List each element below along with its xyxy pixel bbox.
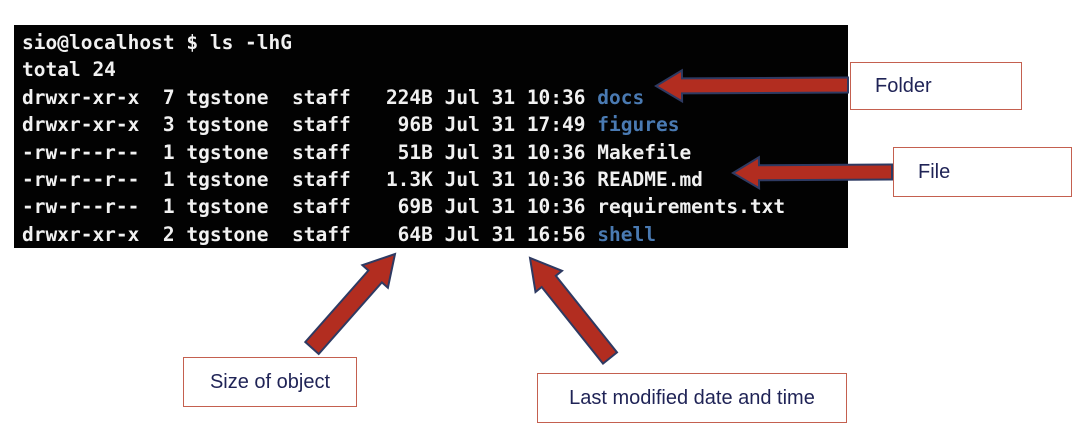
terminal-window[interactable]: sio@localhost $ ls -lhG total 24 drwxr-x…	[14, 25, 848, 248]
file-row-details: drwxr-xr-x 3 tgstone staff 96B Jul 31 17…	[22, 113, 598, 137]
file-name: README.md	[597, 168, 703, 192]
directory-name: figures	[597, 113, 680, 137]
terminal-file-row: drwxr-xr-x 3 tgstone staff 96B Jul 31 17…	[22, 111, 848, 138]
file-row-details: drwxr-xr-x 2 tgstone staff 64B Jul 31 16…	[22, 222, 598, 246]
terminal-file-row: -rw-r--r-- 1 tgstone staff 69B Jul 31 10…	[22, 193, 848, 220]
terminal-file-listing: drwxr-xr-x 7 tgstone staff 224B Jul 31 1…	[22, 84, 848, 248]
size-label: Size of object	[209, 370, 331, 393]
directory-name: docs	[597, 85, 645, 109]
folder-label: Folder	[875, 74, 932, 97]
file-name: requirements.txt	[597, 195, 786, 219]
terminal-file-row: -rw-r--r-- 1 tgstone staff 1.3K Jul 31 1…	[22, 166, 848, 193]
directory-name: shell	[597, 222, 656, 246]
file-row-details: drwxr-xr-x 7 tgstone staff 224B Jul 31 1…	[22, 85, 598, 109]
terminal-total-line: total 24	[22, 58, 116, 82]
size-label-box: Size of object	[183, 357, 357, 407]
modified-label-box: Last modified date and time	[537, 373, 847, 423]
file-label-box: File	[893, 147, 1072, 197]
file-row-details: -rw-r--r-- 1 tgstone staff 1.3K Jul 31 1…	[22, 168, 598, 192]
terminal-file-row: drwxr-xr-x 7 tgstone staff 224B Jul 31 1…	[22, 84, 848, 111]
file-row-details: -rw-r--r-- 1 tgstone staff 69B Jul 31 10…	[22, 195, 598, 219]
file-name: Makefile	[597, 140, 692, 164]
modified-arrow	[528, 256, 619, 366]
terminal-prompt-line: sio@localhost $ ls -lhG	[22, 31, 293, 54]
terminal-file-row: -rw-r--r-- 1 tgstone staff 51B Jul 31 10…	[22, 139, 848, 166]
file-row-details: -rw-r--r-- 1 tgstone staff 51B Jul 31 10…	[22, 140, 598, 164]
file-label: File	[918, 160, 951, 183]
folder-label-box: Folder	[850, 62, 1022, 110]
terminal-file-row: drwxr-xr-x 2 tgstone staff 64B Jul 31 16…	[22, 221, 848, 248]
size-arrow	[303, 252, 397, 356]
modified-label: Last modified date and time	[569, 386, 815, 409]
